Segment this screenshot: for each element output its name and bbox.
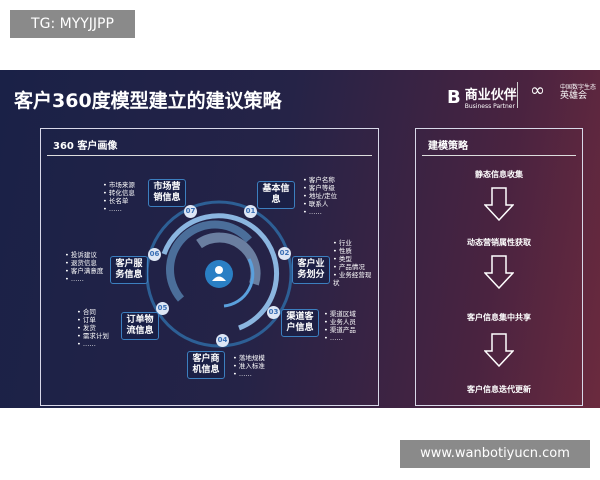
- node-customer-service: 客户服务信息: [110, 256, 148, 284]
- divider: [47, 155, 372, 156]
- logo-name: 商业伙伴: [464, 88, 517, 103]
- watermark: www.wanbotiyucn.com: [400, 440, 590, 468]
- arrow-down-icon: [484, 255, 514, 289]
- step-2: 动态营销属性获取: [467, 238, 531, 247]
- channel-customer-list: 渠道区域业务人员渠道产品……: [324, 310, 356, 342]
- node-number-05: 05: [156, 302, 169, 315]
- logo-mark: B: [447, 86, 461, 108]
- step-1: 静态信息收集: [475, 170, 523, 179]
- node-number-07: 07: [184, 205, 197, 218]
- node-channel-customer: 渠道客户信息: [281, 309, 319, 337]
- tag-label: TG: MYYJJPP: [10, 10, 135, 38]
- panel-heading: 建模策略: [428, 141, 468, 152]
- order-logistics-list: 合同订单发货需求计划……: [77, 308, 109, 348]
- panel-heading: 360 客户画像: [53, 141, 118, 152]
- node-number-03: 03: [267, 306, 280, 319]
- node-opportunity: 客户商机信息: [187, 351, 225, 379]
- node-business-division: 客户业务划分: [292, 256, 330, 284]
- node-basic-info: 基本信息: [257, 181, 295, 209]
- basic-info-list: 客户名称客户等级地址/定位联系人……: [303, 176, 337, 216]
- step-4: 客户信息迭代更新: [467, 385, 531, 394]
- logo-divider: [517, 82, 518, 108]
- opportunity-list: 落地规模准入标准……: [233, 354, 265, 378]
- marketing-list: 市场来源转化信息长名单……: [103, 181, 135, 213]
- slide-title: 客户360度模型建立的建议策略: [14, 90, 282, 112]
- node-number-06: 06: [148, 248, 161, 261]
- arrow-down-icon: [484, 187, 514, 221]
- business-division-list: 行业性质类型产品情况业务经营现状: [333, 239, 375, 287]
- node-number-01: 01: [244, 205, 257, 218]
- arrow-down-icon: [484, 333, 514, 367]
- step-3: 客户信息集中共享: [467, 313, 531, 322]
- logo-en: Business Partner: [464, 103, 515, 110]
- modeling-strategy-panel: 建模策略 静态信息收集 动态营销属性获取 客户信息集中共享 客户信息迭代更新: [415, 128, 583, 406]
- customer-service-list: 投诉建议退货信息客户满意度……: [65, 251, 104, 283]
- node-number-02: 02: [278, 247, 291, 260]
- partner-logo-text: 中国数字生态英雄会: [560, 84, 597, 101]
- divider: [422, 155, 576, 156]
- customer-360-panel: 360 客户画像 01 02 03 04 05 06 07 基本信息 客户业务划…: [40, 128, 379, 406]
- node-marketing: 市场营销信息: [148, 179, 186, 207]
- infinity-logo-icon: ∞: [530, 80, 545, 101]
- ring-diagram: [145, 200, 293, 348]
- node-number-04: 04: [216, 334, 229, 347]
- node-order-logistics: 订单物流信息: [121, 312, 159, 340]
